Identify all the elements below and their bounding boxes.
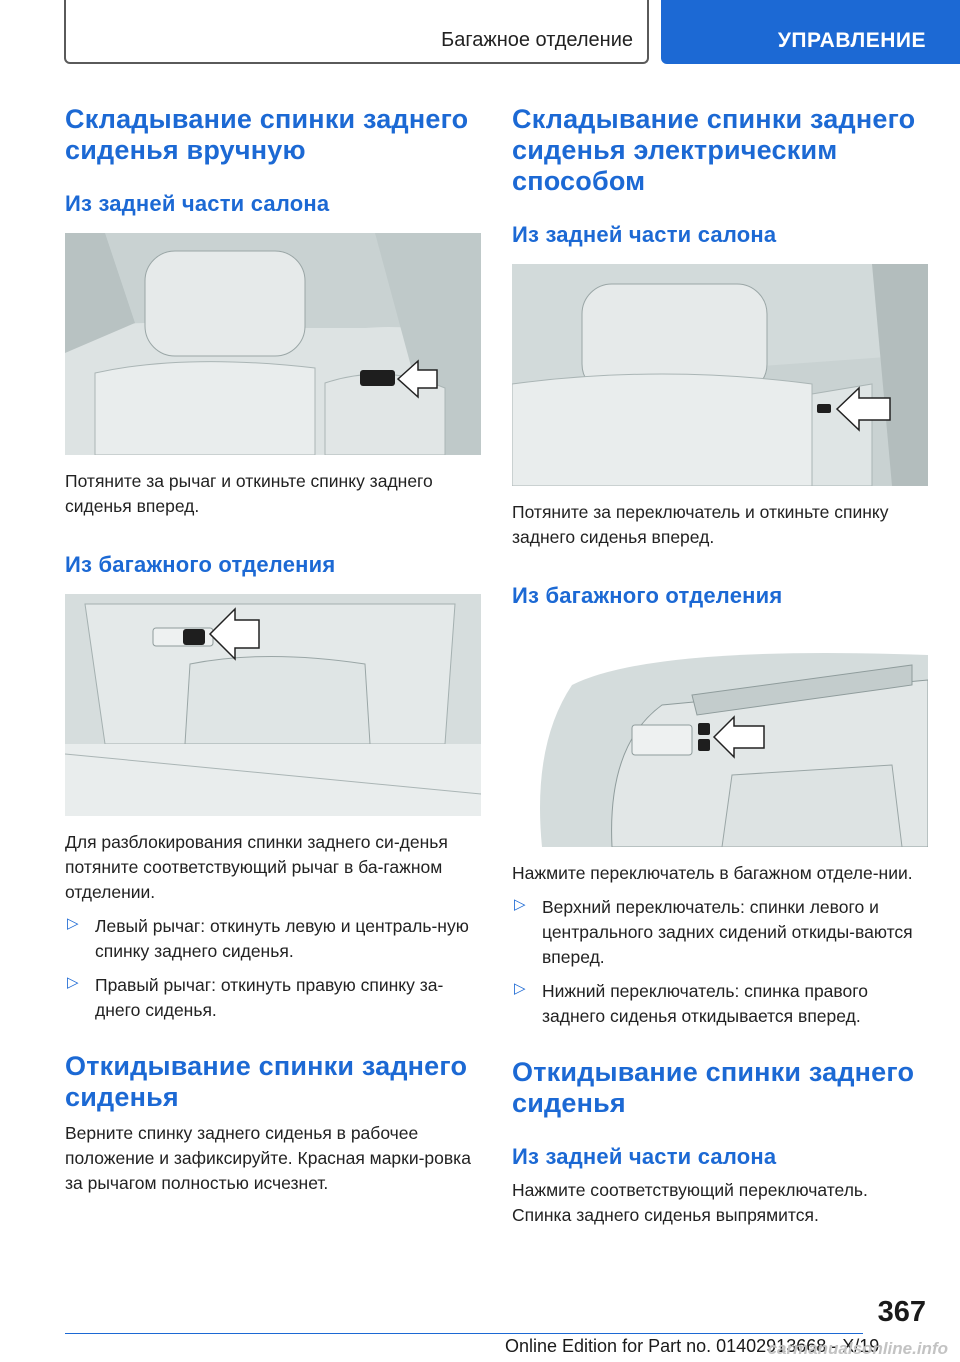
left-sub-rear-cabin: Из задней части салона xyxy=(65,191,330,216)
left-bullet-left-lever: ▷ Левый рычаг: откинуть левую и централь… xyxy=(67,915,469,961)
left-bullet-right-lever: ▷ Правый рычаг: откинуть правую спинку з… xyxy=(67,974,444,1020)
right-text-press-switch: Нажмите переключатель в багажном отделе-… xyxy=(512,863,913,883)
left-column: Складывание спинки заднего сиденья вручн… xyxy=(65,104,481,1196)
arrow-pointer-icon xyxy=(396,359,438,399)
right-heading-electric-fold: Складывание спинки заднего сиденья элект… xyxy=(512,104,916,196)
right-text-pull-switch: Потяните за переключатель и откиньте спи… xyxy=(512,502,889,547)
right-heading-unfold: Откидывание спинки заднего сиденья xyxy=(512,1057,915,1118)
left-text-unlock: Для разблокирования спинки заднего си-де… xyxy=(65,832,448,902)
right-bullet-upper-switch: ▷ Верхний переключатель: спинки левого и… xyxy=(514,896,913,967)
left-heading-manual-fold: Складывание спинки заднего сиденья вручн… xyxy=(65,104,469,165)
figure-seat-lever-rear xyxy=(65,233,481,455)
figure-trunk-switch xyxy=(512,625,928,847)
header-chapter-tab[interactable]: УПРАВЛЕНИЕ xyxy=(661,0,960,64)
arrow-pointer-icon xyxy=(835,386,891,432)
chapter-title: УПРАВЛЕНИЕ xyxy=(777,29,926,52)
left-text-return: Верните спинку заднего сиденья в рабочее… xyxy=(65,1123,471,1193)
right-column: Складывание спинки заднего сиденья элект… xyxy=(512,104,928,1228)
footer-edition: Online Edition for Part no. 01402913668 … xyxy=(505,1336,880,1356)
header-section-tab: Багажное отделение xyxy=(64,0,649,64)
right-bullet-lower-switch: ▷ Нижний переключатель: спинка правого з… xyxy=(514,980,868,1026)
watermark: carmanualsonline.info xyxy=(767,1339,948,1358)
page-number: 367 xyxy=(877,1296,926,1328)
bullet-triangle-icon: ▷ xyxy=(67,915,79,932)
arrow-pointer-icon xyxy=(208,607,260,661)
section-title: Багажное отделение xyxy=(441,29,633,51)
right-text-press-corresponding: Нажмите соответствующий переключатель. С… xyxy=(512,1180,868,1225)
bullet-triangle-icon: ▷ xyxy=(514,980,526,997)
bullet-triangle-icon: ▷ xyxy=(67,974,79,991)
arrow-pointer-icon xyxy=(712,715,765,759)
left-sub-trunk: Из багажного отделения xyxy=(65,552,336,577)
right-sub-trunk: Из багажного отделения xyxy=(512,583,783,608)
left-heading-unfold: Откидывание спинки заднего сиденья xyxy=(65,1051,468,1112)
figure-seat-switch-rear xyxy=(512,264,928,486)
left-text-pull-lever: Потяните за рычаг и откиньте спинку задн… xyxy=(65,471,433,516)
footer-divider xyxy=(65,1333,863,1334)
right-sub-rear-cabin-2: Из задней части салона xyxy=(512,1144,777,1169)
bullet-triangle-icon: ▷ xyxy=(514,896,526,913)
figure-trunk-lever xyxy=(65,594,481,816)
right-sub-rear-cabin: Из задней части салона xyxy=(512,222,777,247)
